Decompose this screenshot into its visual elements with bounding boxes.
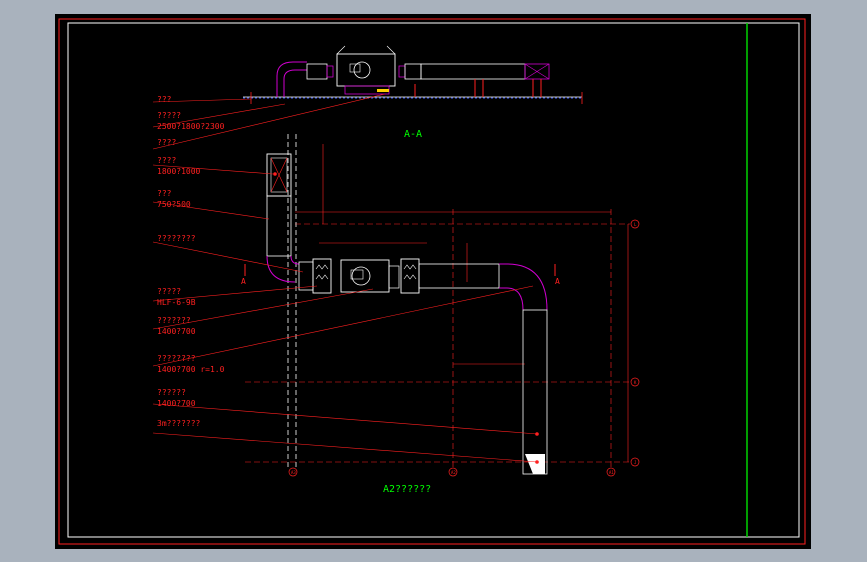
- plan-title: A2??????: [383, 484, 432, 495]
- plan-view: [152, 93, 640, 477]
- grid-bubble-4: A3: [291, 470, 296, 475]
- label-8-size: 1400?700: [157, 327, 196, 336]
- drawing-canvas: [58, 18, 806, 545]
- grid-bubble-2: K: [634, 380, 637, 385]
- label-5-title: ???: [157, 189, 172, 198]
- grid-bubble-1: L: [634, 222, 637, 227]
- label-9-title: ????????: [157, 354, 196, 363]
- section-marker-right: A: [555, 277, 560, 286]
- label-7-title: ?????: [157, 287, 182, 296]
- label-8-title: ???????: [157, 316, 191, 325]
- section-title: A-A: [404, 129, 423, 140]
- outer-frame: [58, 18, 806, 545]
- label-2-title: ?????: [157, 111, 182, 120]
- cad-viewport[interactable]: ??? ????? 2500?1800?2300 ???? ???? 1800?…: [55, 14, 811, 549]
- grid-bubble-6: A1: [609, 470, 614, 475]
- label-10-title: ??????: [157, 388, 186, 397]
- label-4-size: 1800?1000: [157, 167, 201, 176]
- label-1: ???: [157, 95, 172, 104]
- label-7-model: HLF-6-9B: [157, 298, 196, 307]
- label-2-size: 2500?1800?2300: [157, 122, 225, 131]
- label-10-size: 1400?700: [157, 399, 196, 408]
- section-marker-left: A: [241, 277, 246, 286]
- grid-bubble-5: A2: [451, 470, 456, 475]
- label-3: ????: [157, 138, 177, 147]
- section-a-a: [243, 45, 583, 104]
- label-5-size: 750?500: [157, 200, 191, 209]
- label-11: 3m???????: [157, 419, 201, 428]
- label-4-title: ????: [157, 156, 177, 165]
- inner-border: [67, 22, 800, 538]
- label-6: ????????: [157, 234, 196, 243]
- grid-bubble-3: J: [634, 460, 637, 465]
- label-9-size: 1400?700 r=1.0: [157, 365, 225, 374]
